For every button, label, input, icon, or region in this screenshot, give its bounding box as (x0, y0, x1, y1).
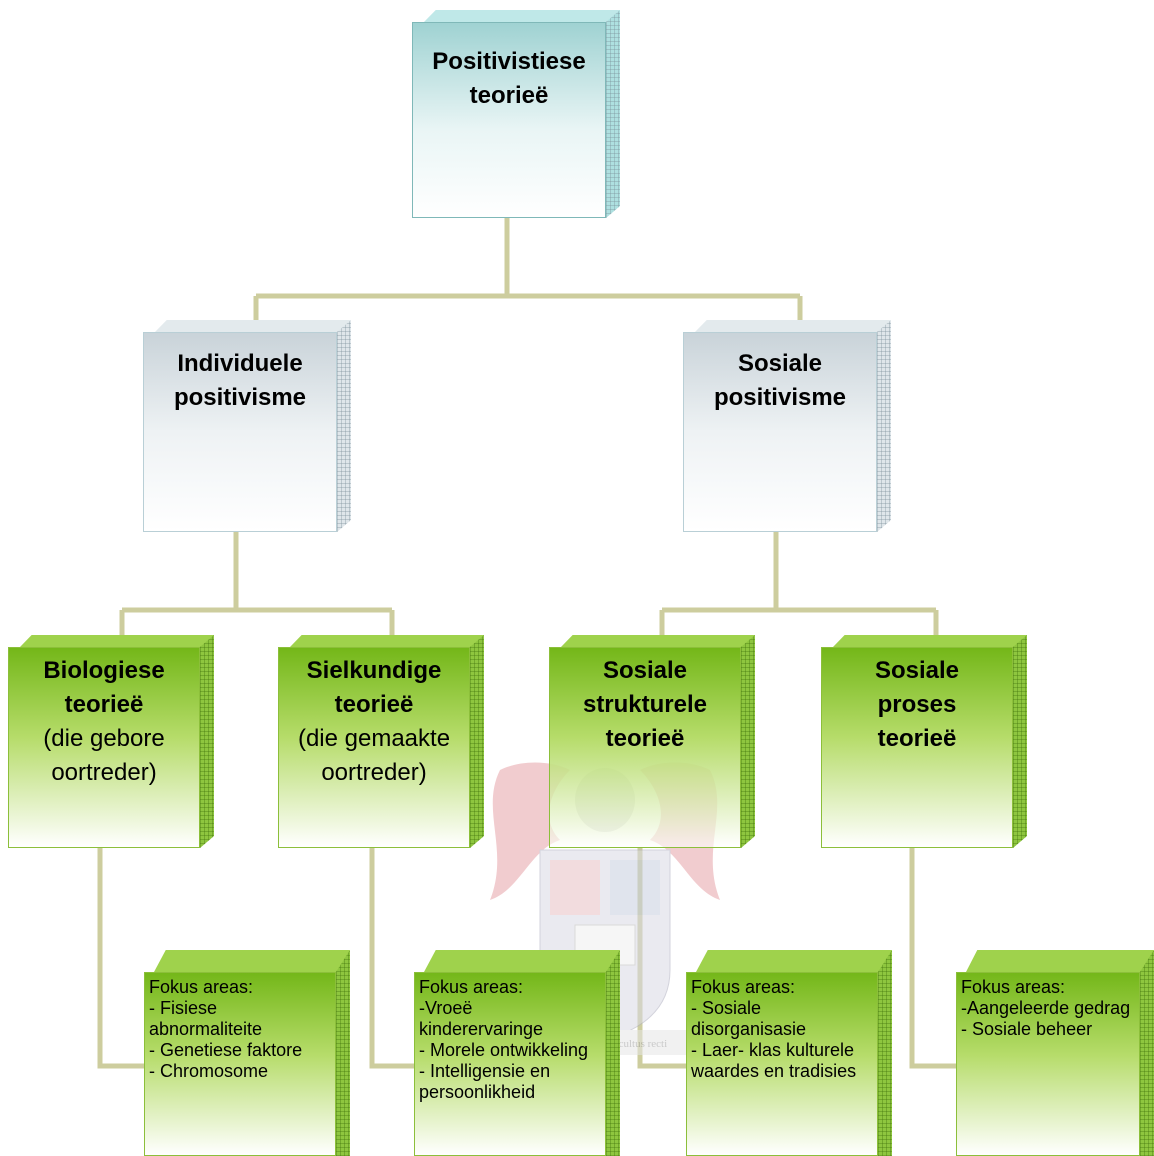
focus-item: - Genetiese faktore (149, 1040, 303, 1060)
focus-box-sielkundige: Fokus areas: -Vroeë kinderervaringe - Mo… (414, 950, 620, 1156)
node-title: Positivistiese teorieë (432, 48, 586, 109)
node-sielkundige-teorie: Sielkundige teorieë (die gemaakte oortre… (278, 635, 484, 848)
focus-item: - Intelligensie en persoonlikheid (419, 1061, 551, 1102)
focus-item: -Vroeë kinderervaringe (419, 998, 544, 1039)
node-sosiale-positivisme: Sosiale positivisme (683, 320, 891, 532)
node-title: Sosiale positivisme (713, 350, 847, 411)
focus-box-biologiese: Fokus areas: - Fisiese abnormaliteite - … (144, 950, 350, 1156)
node-title: Biologiese teorieë (43, 657, 165, 718)
node-sosiale-strukturele-teorie: Sosiale strukturele teorieë (549, 635, 755, 848)
focus-item: - Sosiale beheer (961, 1019, 1093, 1039)
focus-title: Fokus areas: (149, 977, 254, 997)
node-title: Sosiale strukturele teorieë (582, 657, 708, 752)
focus-item: - Chromosome (149, 1061, 269, 1081)
node-biologiese-teorie: Biologiese teorieë (die gebore oortreder… (8, 635, 214, 848)
node-subtitle: (die gebore oortreder) (43, 725, 165, 786)
focus-box-proses: Fokus areas: -Aangeleerde gedrag - Sosia… (956, 950, 1154, 1156)
node-subtitle: (die gemaakte oortreder) (297, 725, 451, 786)
node-sosiale-proses-teorie: Sosiale proses teorieë (821, 635, 1027, 848)
connector-bio-focus (97, 848, 146, 1069)
focus-item: - Sosiale disorganisasie (691, 998, 807, 1039)
focus-item: - Laer- klas kulturele waardes en tradis… (691, 1040, 857, 1081)
connector-proses-focus (909, 848, 958, 1069)
focus-item: - Fisiese abnormaliteite (149, 998, 263, 1039)
focus-item: -Aangeleerde gedrag (961, 998, 1131, 1018)
node-individuele-positivisme: Individuele positivisme (143, 320, 351, 532)
focus-box-strukturele: Fokus areas: - Sosiale disorganisasie - … (686, 950, 892, 1156)
focus-title: Fokus areas: (419, 977, 524, 997)
connector-psy-focus (369, 848, 416, 1069)
focus-title: Fokus areas: (691, 977, 796, 997)
focus-item: - Morele ontwikkeling (419, 1040, 589, 1060)
node-positivistiese-teorie: Positivistiese teorieë (412, 10, 620, 218)
focus-title: Fokus areas: (961, 977, 1066, 997)
node-title: Sielkundige teorieë (306, 657, 442, 718)
node-title: Individuele positivisme (173, 350, 307, 411)
node-title: Sosiale proses teorieë (874, 657, 960, 752)
